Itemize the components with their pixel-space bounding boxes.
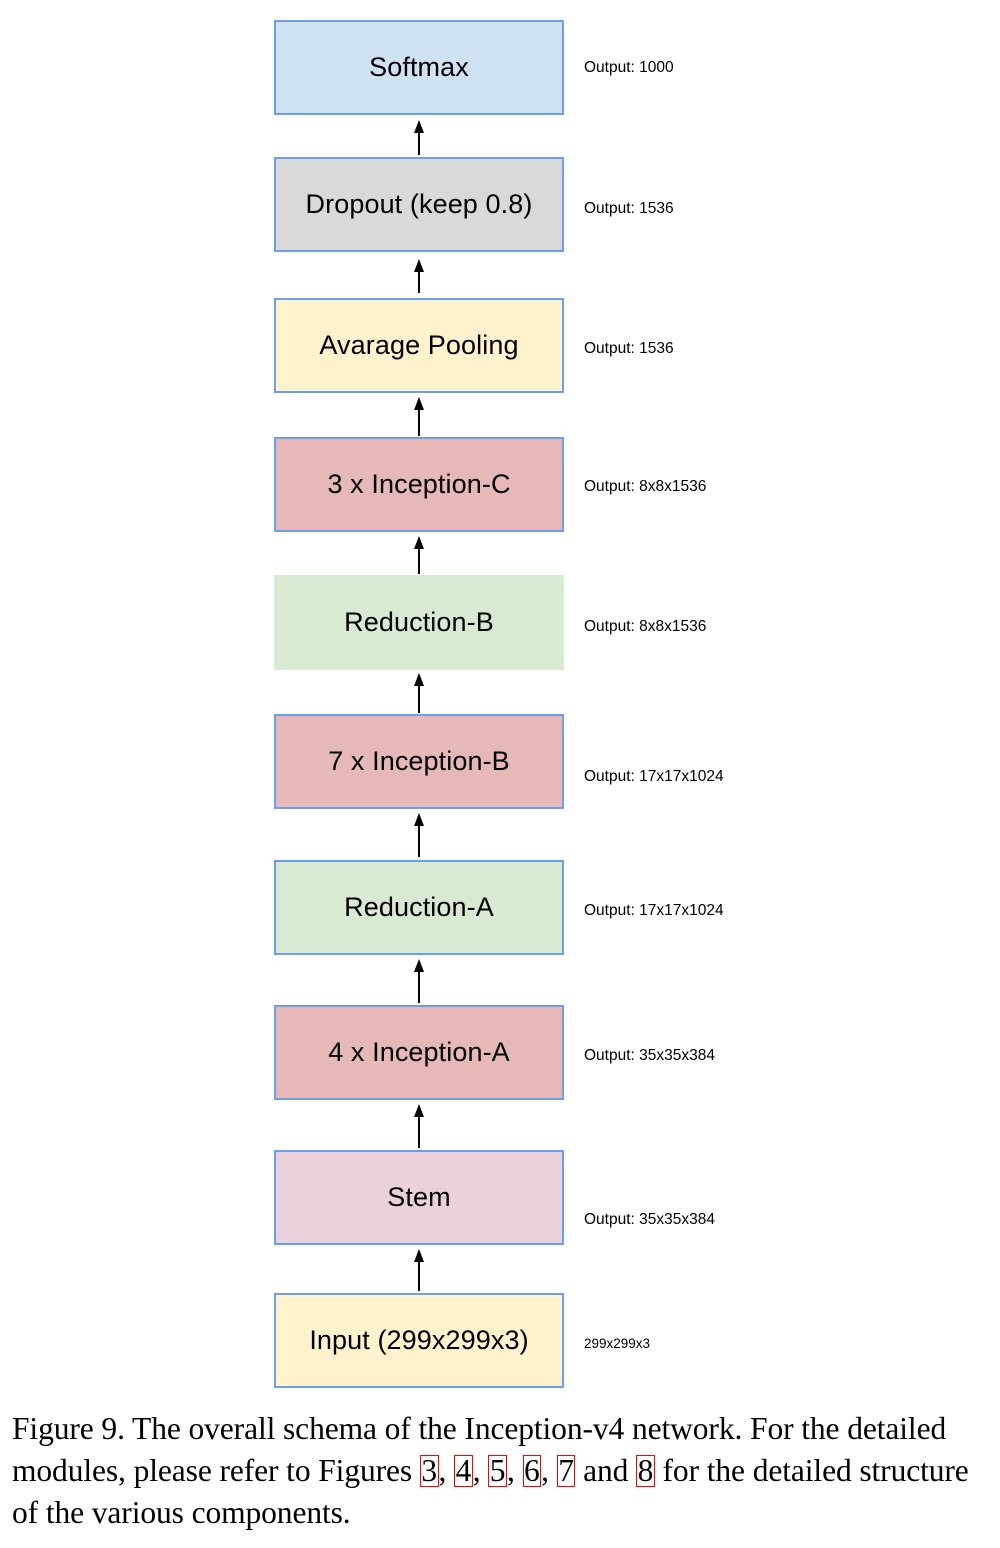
node-stem-label: Stem	[387, 1182, 451, 1212]
node-reduction-a-label: Reduction-A	[344, 892, 494, 922]
caption-sep-1: ,	[438, 1453, 455, 1488]
arrow-shaft	[418, 127, 420, 155]
figure-link-5[interactable]: 5	[488, 1453, 507, 1488]
arrow-shaft	[418, 1256, 420, 1291]
arrow-input-to-stem	[412, 1249, 426, 1291]
arrow-shaft	[418, 820, 420, 857]
arrow-shaft	[418, 1111, 420, 1148]
output-label-stem: Output: 35x35x384	[584, 1211, 715, 1228]
arrow-shaft	[418, 966, 420, 1003]
node-reduction-b-label: Reduction-B	[344, 607, 494, 637]
arrow-shaft	[418, 404, 420, 436]
node-dropout-label: Dropout (keep 0.8)	[305, 189, 533, 219]
output-label-inception-a: Output: 35x35x384	[584, 1047, 715, 1064]
output-label-input: 299x299x3	[584, 1336, 651, 1351]
arrow-shaft	[418, 543, 420, 574]
arrowhead-icon	[414, 259, 424, 272]
figure-link-7[interactable]: 7	[556, 1453, 576, 1488]
arrow-reduction-b-to-inception-c	[412, 536, 426, 574]
arrowhead-icon	[414, 673, 424, 686]
arrowhead-icon	[414, 120, 424, 133]
figure-caption: Figure 9. The overall schema of the Ince…	[12, 1408, 988, 1534]
node-inception-c: 3 x Inception-C	[274, 437, 564, 532]
node-input: Input (299x299x3)	[274, 1293, 564, 1388]
output-label-inception-b: Output: 17x17x1024	[584, 768, 724, 785]
output-label-reduction-b: Output: 8x8x1536	[584, 618, 707, 635]
node-softmax: Softmax	[274, 20, 564, 115]
node-input-label: Input (299x299x3)	[309, 1325, 529, 1355]
figure-link-8[interactable]: 8	[636, 1453, 655, 1488]
output-label-inception-c: Output: 8x8x1536	[584, 478, 707, 495]
node-inception-a: 4 x Inception-A	[274, 1005, 564, 1100]
node-dropout: Dropout (keep 0.8)	[274, 157, 564, 252]
arrow-stem-to-inception-a	[412, 1104, 426, 1148]
caption-sep-2: ,	[472, 1453, 489, 1488]
output-label-average-pooling: Output: 1536	[584, 340, 674, 357]
arrowhead-icon	[414, 536, 424, 549]
figure-link-6[interactable]: 6	[522, 1453, 542, 1488]
inception-v4-schema-diagram: Softmax Output: 1000 Dropout (keep 0.8) …	[274, 20, 724, 1388]
node-softmax-label: Softmax	[369, 52, 469, 82]
node-inception-c-label: 3 x Inception-C	[327, 469, 511, 499]
arrow-avgpool-to-dropout	[412, 259, 426, 293]
arrowhead-icon	[414, 1104, 424, 1117]
arrow-inception-a-to-reduction-a	[412, 959, 426, 1003]
caption-text-part2: for the detailed structure of the variou…	[12, 1453, 969, 1530]
node-inception-a-label: 4 x Inception-A	[328, 1037, 510, 1067]
caption-sep-4: ,	[541, 1453, 557, 1488]
arrowhead-icon	[414, 1249, 424, 1262]
arrowhead-icon	[414, 959, 424, 972]
arrow-shaft	[418, 680, 420, 713]
node-stem: Stem	[274, 1150, 564, 1245]
output-label-dropout: Output: 1536	[584, 200, 674, 217]
figure-link-3[interactable]: 3	[419, 1453, 439, 1488]
output-label-reduction-a: Output: 17x17x1024	[584, 902, 724, 919]
node-inception-b: 7 x Inception-B	[274, 714, 564, 809]
arrow-dropout-to-softmax	[412, 120, 426, 155]
arrow-inception-b-to-reduction-b	[412, 673, 426, 713]
node-reduction-b: Reduction-B	[274, 575, 564, 670]
arrow-reduction-a-to-inception-b	[412, 813, 426, 857]
node-average-pooling-label: Avarage Pooling	[319, 330, 519, 360]
node-average-pooling: Avarage Pooling	[274, 298, 564, 393]
arrowhead-icon	[414, 397, 424, 410]
figure-link-4[interactable]: 4	[454, 1453, 473, 1488]
caption-sep-3: ,	[506, 1453, 523, 1488]
arrow-shaft	[418, 266, 420, 293]
node-inception-b-label: 7 x Inception-B	[328, 746, 510, 776]
output-label-softmax: Output: 1000	[584, 59, 674, 76]
caption-sep-5: and	[575, 1453, 637, 1488]
arrowhead-icon	[414, 813, 424, 826]
caption-text-part1: Figure 9. The overall schema of the Ince…	[12, 1411, 947, 1488]
node-reduction-a: Reduction-A	[274, 860, 564, 955]
arrow-inception-c-to-avgpool	[412, 397, 426, 436]
